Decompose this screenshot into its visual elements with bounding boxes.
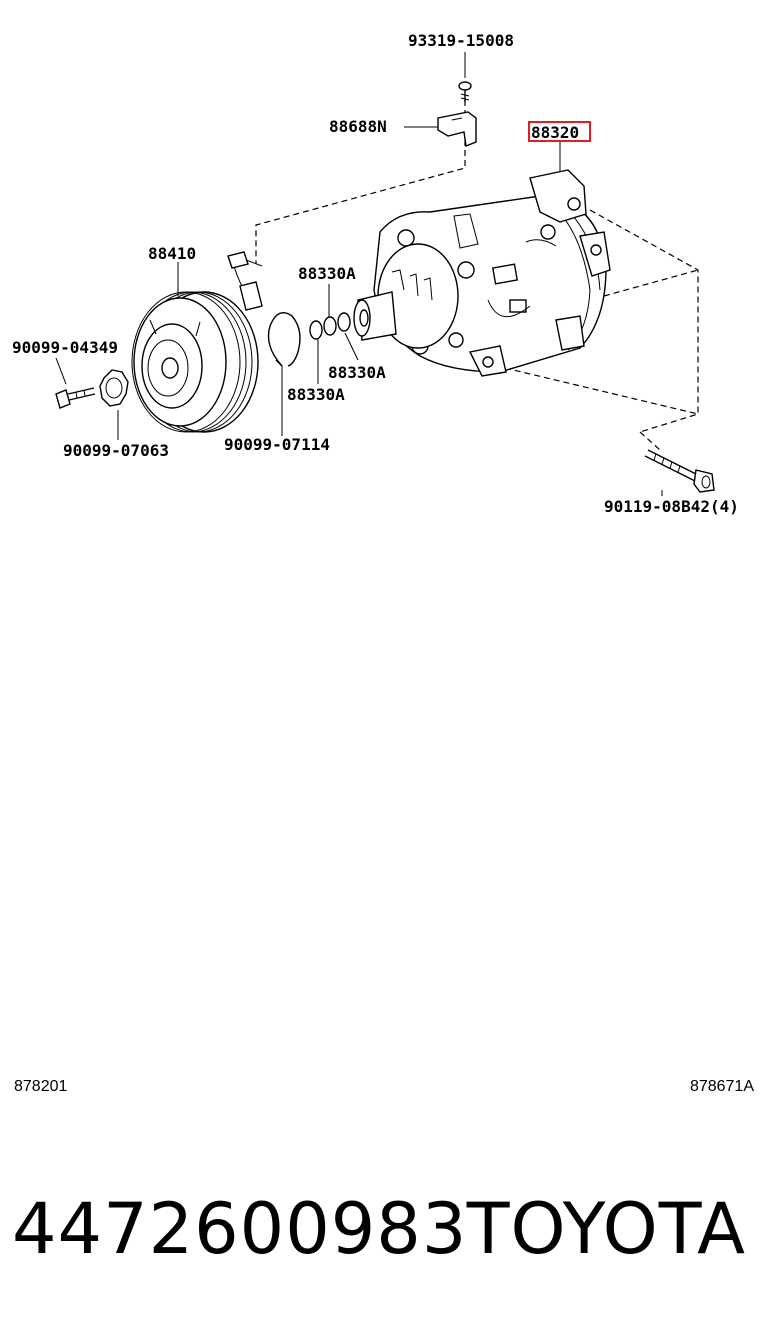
washer-left-icon[interactable] [99,369,129,407]
snap-ring-icon[interactable] [267,312,301,367]
leader-lines [55,52,663,496]
label-snap-ring[interactable]: 90099-07114 [224,435,330,454]
label-mount-bolt[interactable]: 90119-08B42(4) [604,497,739,516]
diagram-code-right: 878671A [689,1078,754,1095]
clutch-pulley-icon[interactable] [131,291,259,433]
diagram-code-left: 878201 [14,1078,68,1095]
label-clutch[interactable]: 88410 [148,244,196,263]
compressor-highlight-box [528,121,591,142]
label-oring-top[interactable]: 88330A [298,264,356,283]
exploded-parts-diagram: 93319-15008 88688N 88320 88410 88330A 88… [12,31,739,516]
brand-name: TOYOTA [466,1188,746,1270]
label-oring-low[interactable]: 88330A [287,385,345,404]
label-oring-mid[interactable]: 88330A [328,363,386,382]
label-compressor[interactable]: 88320 [531,123,579,142]
label-washer-left[interactable]: 90099-07063 [63,441,169,460]
clutch-connector-icon[interactable] [227,251,263,311]
part-number: 4472600983 [12,1188,468,1270]
label-screw-top[interactable]: 93319-15008 [408,31,514,50]
compressor-icon[interactable] [353,169,611,377]
label-bolt-left[interactable]: 90099-04349 [12,338,118,357]
o-rings-icon[interactable] [309,312,351,340]
bracket-icon[interactable] [437,111,477,147]
screw-top-icon[interactable] [458,81,472,102]
mount-bolt-icon[interactable] [644,449,715,493]
bolt-left-icon[interactable] [55,387,96,409]
label-bracket[interactable]: 88688N [329,117,387,136]
